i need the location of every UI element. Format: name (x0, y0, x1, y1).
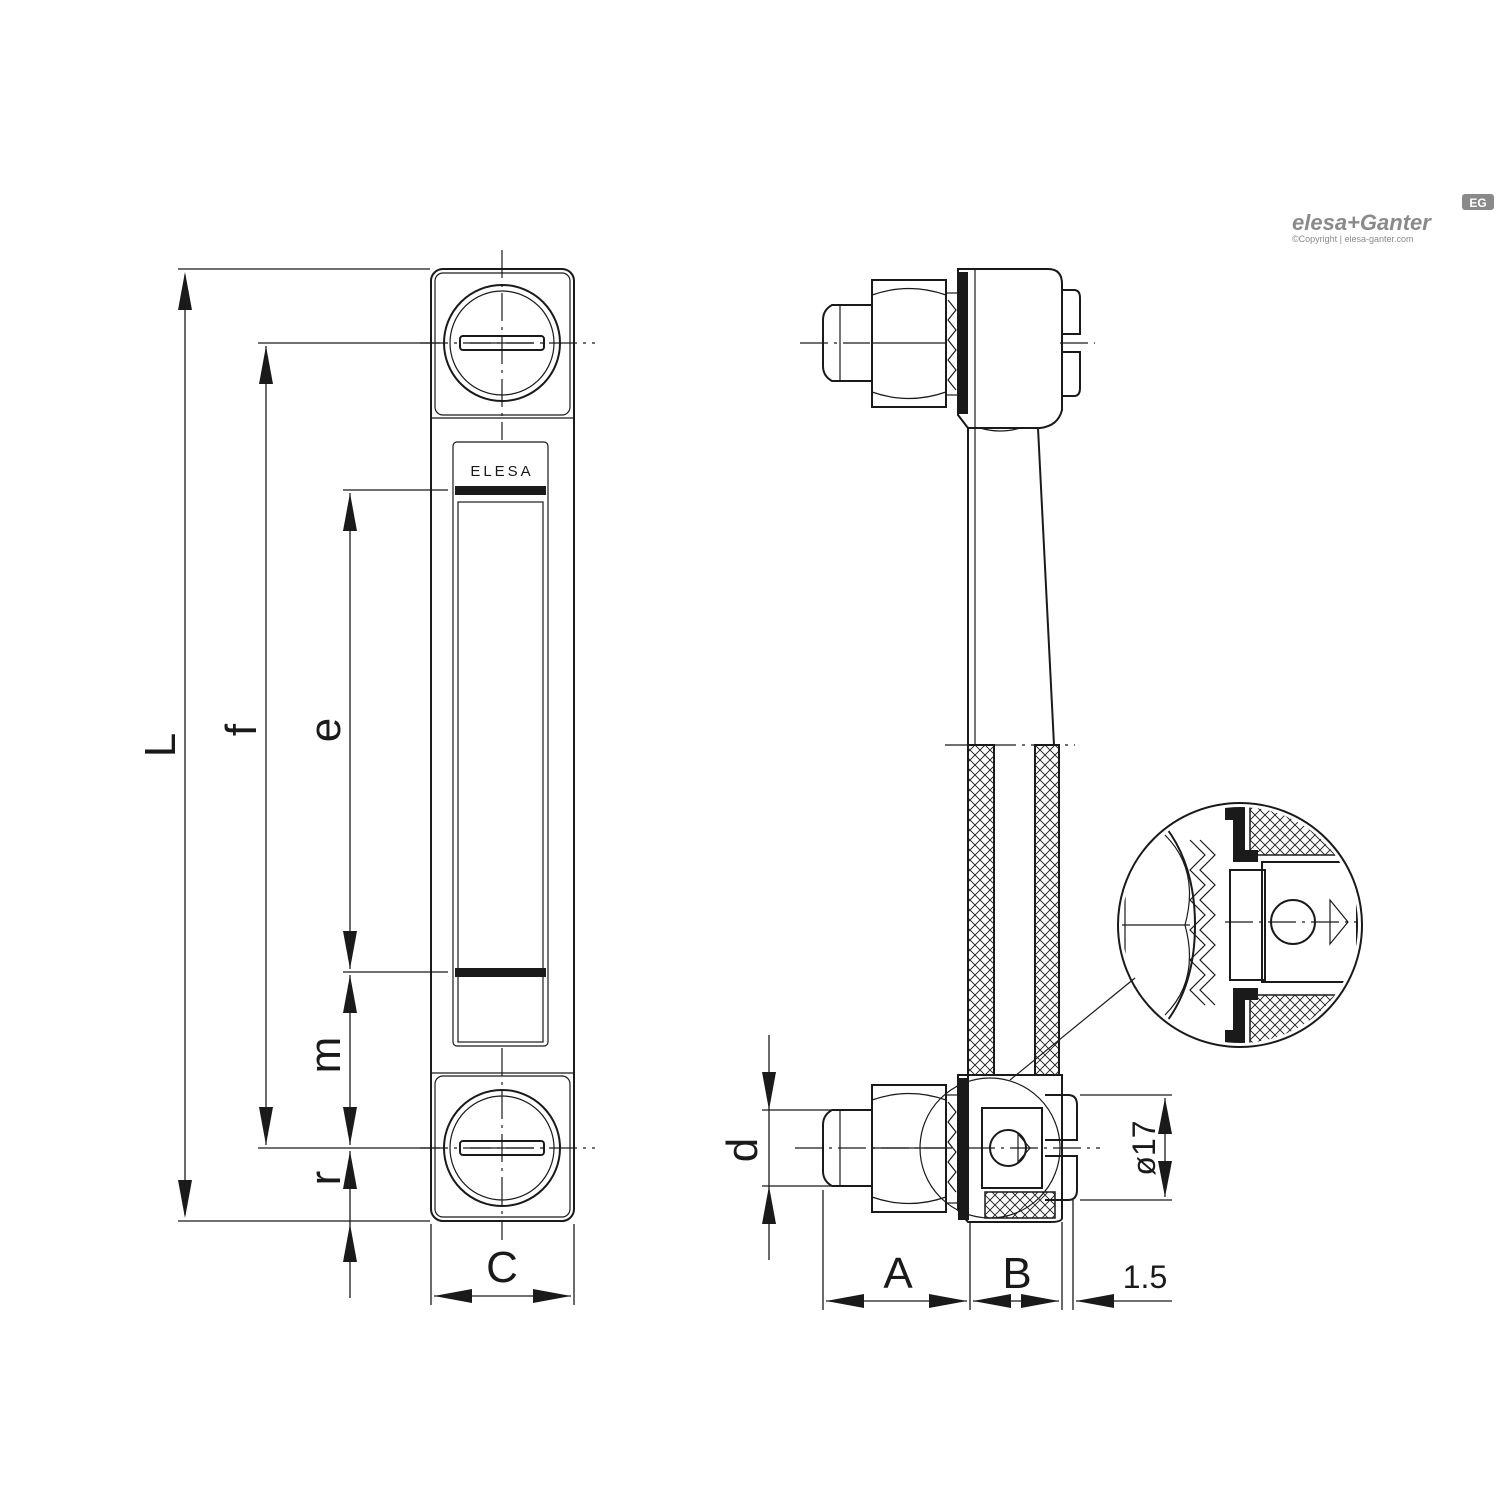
brand-logo: elesa+Ganter EG ©Copyright | elesa-gante… (1292, 194, 1494, 244)
dim-label-B: B (1002, 1249, 1031, 1298)
front-view: ELESA (136, 250, 595, 1305)
dim-label-1-5: 1.5 (1123, 1259, 1167, 1295)
brand-text: elesa+Ganter (1292, 210, 1432, 235)
dim-label-f: f (217, 723, 266, 736)
dim-label-m: m (301, 1037, 350, 1074)
min-level-mark (455, 968, 546, 977)
dim-label-r: r (301, 1171, 350, 1186)
copyright-text: ©Copyright | elesa-ganter.com (1292, 234, 1414, 244)
elesa-marking: ELESA (470, 463, 533, 480)
detail-reference-circle (919, 1077, 1061, 1219)
side-view: d ø17 A B 1.5 (718, 268, 1172, 1310)
dim-label-d: d (718, 1138, 767, 1162)
eg-badge-text: EG (1469, 196, 1486, 210)
side-top-cap (957, 268, 1063, 429)
eg-badge (1462, 194, 1494, 210)
dim-label-C: C (486, 1243, 518, 1292)
sight-window-inner (457, 501, 544, 1043)
sight-window-outer (452, 441, 549, 1047)
dim-label-A: A (883, 1249, 913, 1298)
dim-label-L: L (136, 733, 185, 757)
dim-label-e: e (301, 718, 350, 742)
max-level-mark (455, 486, 546, 495)
dim-label-dia17: ø17 (1126, 1120, 1162, 1175)
detail-view (1117, 802, 1363, 1048)
